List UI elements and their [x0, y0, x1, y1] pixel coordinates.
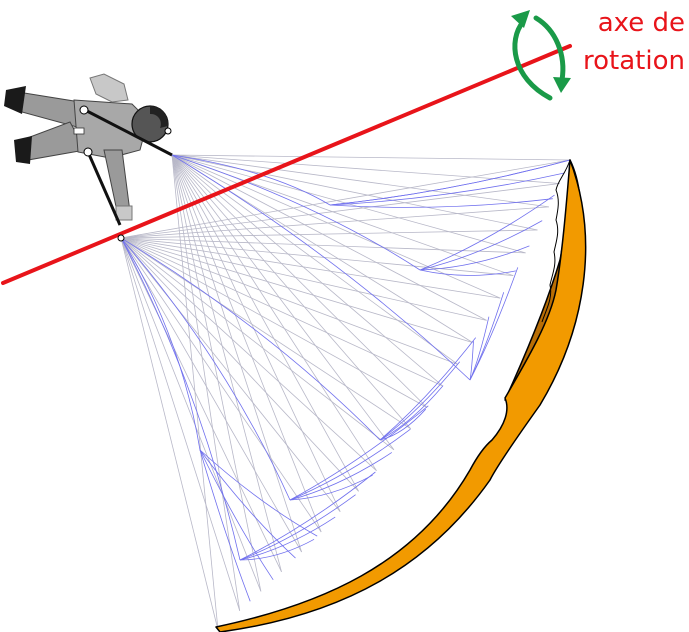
suspension-line-blue [120, 237, 381, 441]
suspension-line-blue-branch [469, 292, 505, 381]
suspension-line-gray [171, 154, 487, 321]
suspension-line-gray [171, 154, 459, 365]
carabiner-helmet [164, 127, 172, 135]
riser-rear [86, 151, 122, 226]
suspension-line-gray [120, 237, 428, 408]
rotation-axis-label-line1: axe de [597, 8, 685, 38]
pilot-arm-raised [89, 73, 129, 103]
suspension-line-blue [120, 237, 291, 501]
suspension-line-gray [171, 154, 282, 572]
suspension-line-gray [120, 237, 302, 553]
suspension-line-gray [171, 154, 395, 451]
suspension-line-blue-branch [289, 428, 411, 501]
suspension-line-gray [171, 154, 412, 430]
suspension-line-blue-branch [289, 452, 393, 501]
suspension-line-gray [120, 237, 241, 611]
suspension-line-blue-branch [329, 159, 571, 206]
suspension-line-gray [171, 154, 549, 208]
suspension-line-gray [120, 237, 359, 492]
suspension-line-blue [120, 237, 241, 561]
suspension-line-blue-branch [469, 267, 519, 381]
suspension-line-blue-branch [329, 172, 565, 206]
pilot-foot-upper [4, 86, 26, 114]
suspension-line-gray [171, 154, 538, 231]
suspension-line-gray [171, 154, 219, 631]
riser-front [84, 108, 173, 157]
suspension-line-blue-branch [419, 194, 555, 271]
suspension-line-gray [120, 159, 571, 239]
rotation-axis-label-line2: rotation [583, 46, 685, 76]
suspension-line-blue [171, 154, 471, 381]
suspension-line-gray [171, 154, 571, 161]
suspension-line-blue [120, 237, 201, 451]
suspension-line-blue-branch [419, 269, 516, 276]
suspension-line-gray [171, 154, 428, 408]
suspension-line-gray [120, 237, 443, 387]
suspension-line-gray [120, 237, 487, 321]
suspension-line-blue-branch [199, 449, 296, 559]
suspension-line-gray [120, 237, 341, 512]
suspension-line-gray [120, 237, 411, 430]
suspension-line-gray [120, 237, 473, 343]
pilot-chest-buckle [73, 127, 85, 135]
suspension-line-blue-branch [239, 538, 315, 561]
wing-cell-ridges [541, 159, 571, 323]
suspension-line-blue-branch [199, 449, 318, 537]
suspension-line-gray [120, 237, 377, 471]
rotation-axis-label: axe de rotation [555, 4, 685, 80]
suspension-line-blue-branch [289, 474, 373, 501]
suspension-line-blue [171, 154, 421, 271]
suspension-line-gray [120, 237, 459, 365]
suspension-line-blue-branch [329, 159, 571, 206]
suspension-line-gray [171, 154, 377, 471]
suspension-line-gray [171, 154, 322, 533]
suspension-line-blue-branch [329, 198, 553, 208]
wing [215, 159, 587, 632]
pilot-foot-lower [14, 136, 32, 164]
suspension-line-gray [120, 237, 526, 254]
suspension-line-gray [171, 154, 359, 492]
pilot-visor [150, 105, 169, 128]
suspension-line-blue-branch [469, 341, 474, 381]
suspension-line-blue-branch [199, 449, 251, 602]
suspension-lines-blue [120, 154, 571, 602]
suspension-line-blue-branch [379, 337, 477, 441]
suspension-line-blue-branch [239, 516, 336, 561]
suspension-line-blue-branch [419, 220, 543, 271]
carabiner-front [79, 105, 89, 115]
suspension-line-gray [120, 229, 538, 239]
pilot [4, 73, 173, 242]
suspension-line-gray [120, 183, 560, 239]
suspension-line-gray [120, 237, 262, 592]
carabiner-brake [117, 234, 125, 242]
suspension-line-gray [171, 154, 443, 387]
suspension-line-blue-branch [239, 494, 356, 561]
suspension-line-gray [120, 237, 514, 276]
suspension-line-gray [171, 154, 341, 512]
suspension-line-gray [120, 237, 282, 572]
suspension-line-gray [120, 237, 219, 631]
suspension-lines-gray [120, 154, 571, 631]
suspension-line-blue-branch [379, 385, 444, 441]
suspension-line-gray [120, 237, 395, 451]
suspension-line-blue-branch [379, 408, 426, 441]
suspension-line-blue-branch [379, 361, 461, 441]
rotation-axis-line [1, 44, 572, 285]
suspension-line-gray [171, 154, 241, 611]
suspension-line-gray [171, 154, 262, 592]
suspension-line-gray [120, 237, 322, 533]
suspension-line-blue-branch [199, 449, 274, 581]
suspension-line-gray [120, 237, 501, 299]
suspension-line-blue-branch [289, 405, 429, 501]
carabiner-mid [83, 147, 93, 157]
wing-leading-edge [215, 159, 587, 632]
suspension-line-blue-branch [419, 245, 530, 271]
curved-double-arrow-icon [511, 10, 571, 101]
suspension-line-gray [171, 154, 501, 299]
suspension-line-gray [171, 154, 302, 553]
suspension-line-blue-branch [469, 316, 490, 381]
